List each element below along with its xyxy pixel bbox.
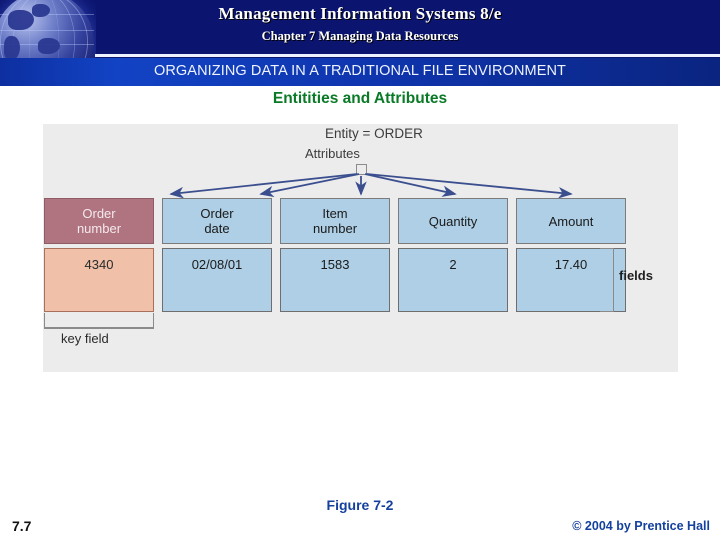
attributes-label: Attributes [305, 146, 360, 161]
key-field-label: key field [61, 331, 109, 346]
attribute-line-2: number [76, 221, 122, 236]
attribute-line-1: Item [322, 206, 348, 221]
attribute-line-1: Quantity [428, 213, 478, 229]
chapter-subtitle: Chapter 7 Managing Data Resources [261, 29, 459, 43]
entity-label: Entity = ORDER [325, 126, 423, 141]
attribute-box-order-date: Order date [162, 198, 272, 244]
attribute-line-1: Order [82, 206, 116, 221]
attributes-connector-node [356, 164, 367, 175]
section-title: Entitities and Attributes [272, 90, 448, 107]
slide-header: Management Information Systems 8/e Chapt… [0, 0, 720, 58]
attribute-box-amount: Amount [516, 198, 626, 244]
attribute-box-quantity: Quantity [398, 198, 508, 244]
attribute-line-1: Order [200, 206, 234, 221]
key-field-bracket [44, 313, 154, 329]
figure-panel: Entity = ORDER Attributes Order number O… [43, 124, 678, 372]
data-box-amount: 17.40 [516, 248, 626, 312]
data-box-order-number: 4340 [44, 248, 154, 312]
attribute-line-2: number [312, 221, 358, 236]
fields-label: fields [619, 268, 653, 283]
course-title: Management Information Systems 8/e [218, 4, 502, 23]
attribute-line-1: Amount [548, 213, 594, 229]
topic-banner: ORGANIZING DATA IN A TRADITIONAL FILE EN… [0, 58, 720, 86]
figure-caption: Figure 7-2 [326, 497, 394, 513]
data-box-quantity: 2 [398, 248, 508, 312]
attribute-box-item-number: Item number [280, 198, 390, 244]
attribute-box-order-number: Order number [44, 198, 154, 244]
data-box-order-date: 02/08/01 [162, 248, 272, 312]
fields-bracket [600, 248, 614, 312]
attribute-line-2: date [204, 221, 230, 236]
slide-number: 7.7 [12, 518, 32, 534]
copyright-notice: © 2004 by Prentice Hall [572, 519, 710, 533]
data-box-item-number: 1583 [280, 248, 390, 312]
attribute-arrows [169, 173, 573, 199]
globe-icon [0, 0, 96, 58]
header-divider [95, 54, 720, 57]
topic-banner-label: ORGANIZING DATA IN A TRADITIONAL FILE EN… [153, 63, 567, 79]
